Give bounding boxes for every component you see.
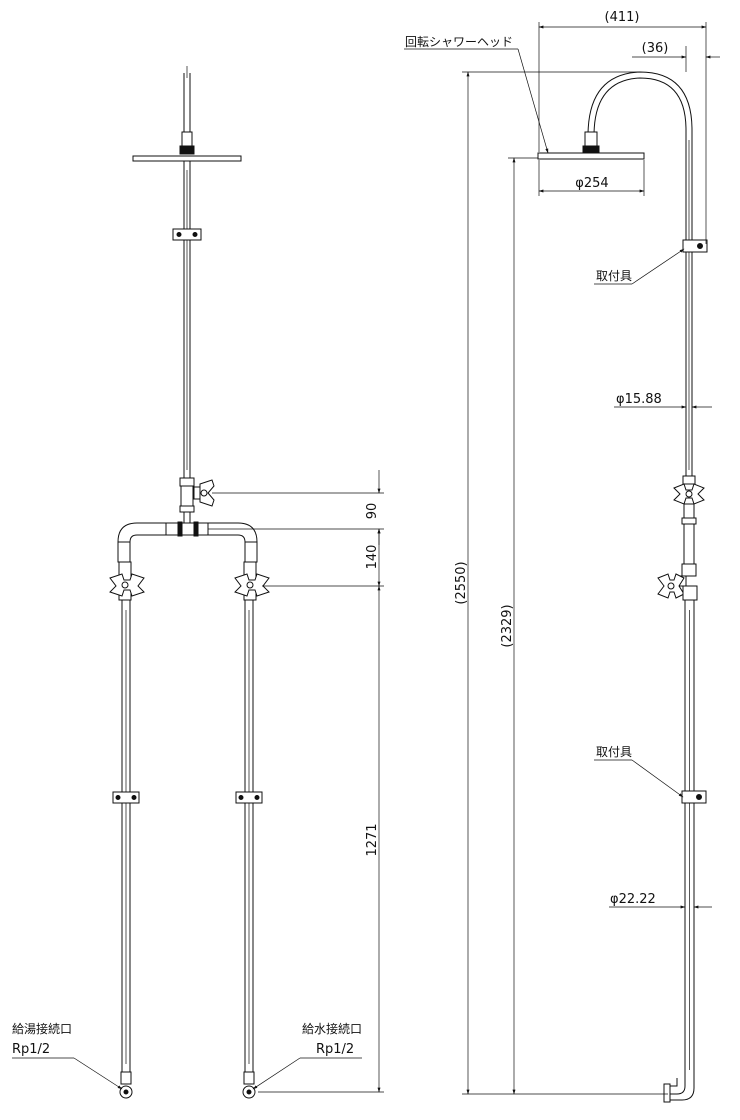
dim-head-diameter: φ254 [575, 176, 608, 191]
front-dimensions [208, 470, 384, 1093]
front-view: 90 140 1271 給湯接続口 Rp1/2 給水接続口 Rp1/2 [12, 66, 384, 1099]
dim-head-height: (2329) [500, 604, 515, 647]
mount-upper-callout [594, 248, 685, 285]
cold-inlet-thread: Rp1/2 [316, 1042, 354, 1057]
side-mount-bracket-lower [681, 790, 707, 804]
side-lower-riser [663, 600, 695, 1103]
front-cross-pipe [117, 521, 258, 563]
dim-upper-pipe: φ15.88 [616, 392, 662, 407]
front-diverter-valve [179, 477, 215, 525]
side-shower-head [537, 152, 645, 160]
hot-inlet-thread: Rp1/2 [12, 1042, 50, 1057]
front-hot-leg [119, 600, 133, 1099]
dim-offset: (36) [642, 41, 669, 56]
side-valve-assembly [657, 475, 705, 601]
front-mount-bracket-hot [112, 791, 140, 804]
hot-inlet-label: 給湯接続口 [12, 1021, 72, 1036]
dim-lower-pipe: φ22.22 [610, 892, 656, 907]
hot-inlet-callout [12, 1057, 123, 1090]
front-mount-bracket-cold [235, 791, 263, 804]
mount-upper-label: 取付具 [596, 269, 632, 283]
front-riser-pipe [179, 66, 195, 155]
front-shower-head [132, 155, 242, 162]
dim-valve-spacing: 90 [365, 503, 380, 520]
cold-inlet-label: 給水接続口 [302, 1021, 362, 1036]
dim-cross-pipe: 140 [365, 545, 380, 570]
front-hot-valve [109, 561, 145, 601]
dim-inlet-height: 1271 [365, 823, 380, 856]
front-cold-valve [234, 561, 270, 601]
shower-head-label: 回転シャワーヘッド [405, 35, 513, 49]
mount-lower-label: 取付具 [596, 745, 632, 759]
front-mount-bracket-upper [172, 228, 202, 241]
mount-lower-callout [594, 759, 684, 798]
front-cold-leg [242, 600, 256, 1099]
side-view: (411) (36) φ254 φ15.88 φ22.22 (2550) (23… [404, 10, 720, 1103]
dim-reach: (411) [605, 10, 640, 25]
front-main-pipe [183, 161, 191, 478]
dim-overall-height: (2550) [454, 561, 469, 604]
side-mount-bracket-upper [682, 239, 708, 253]
shower-head-callout [404, 48, 549, 154]
cold-inlet-callout [252, 1057, 362, 1090]
side-dimensions [462, 22, 720, 1095]
